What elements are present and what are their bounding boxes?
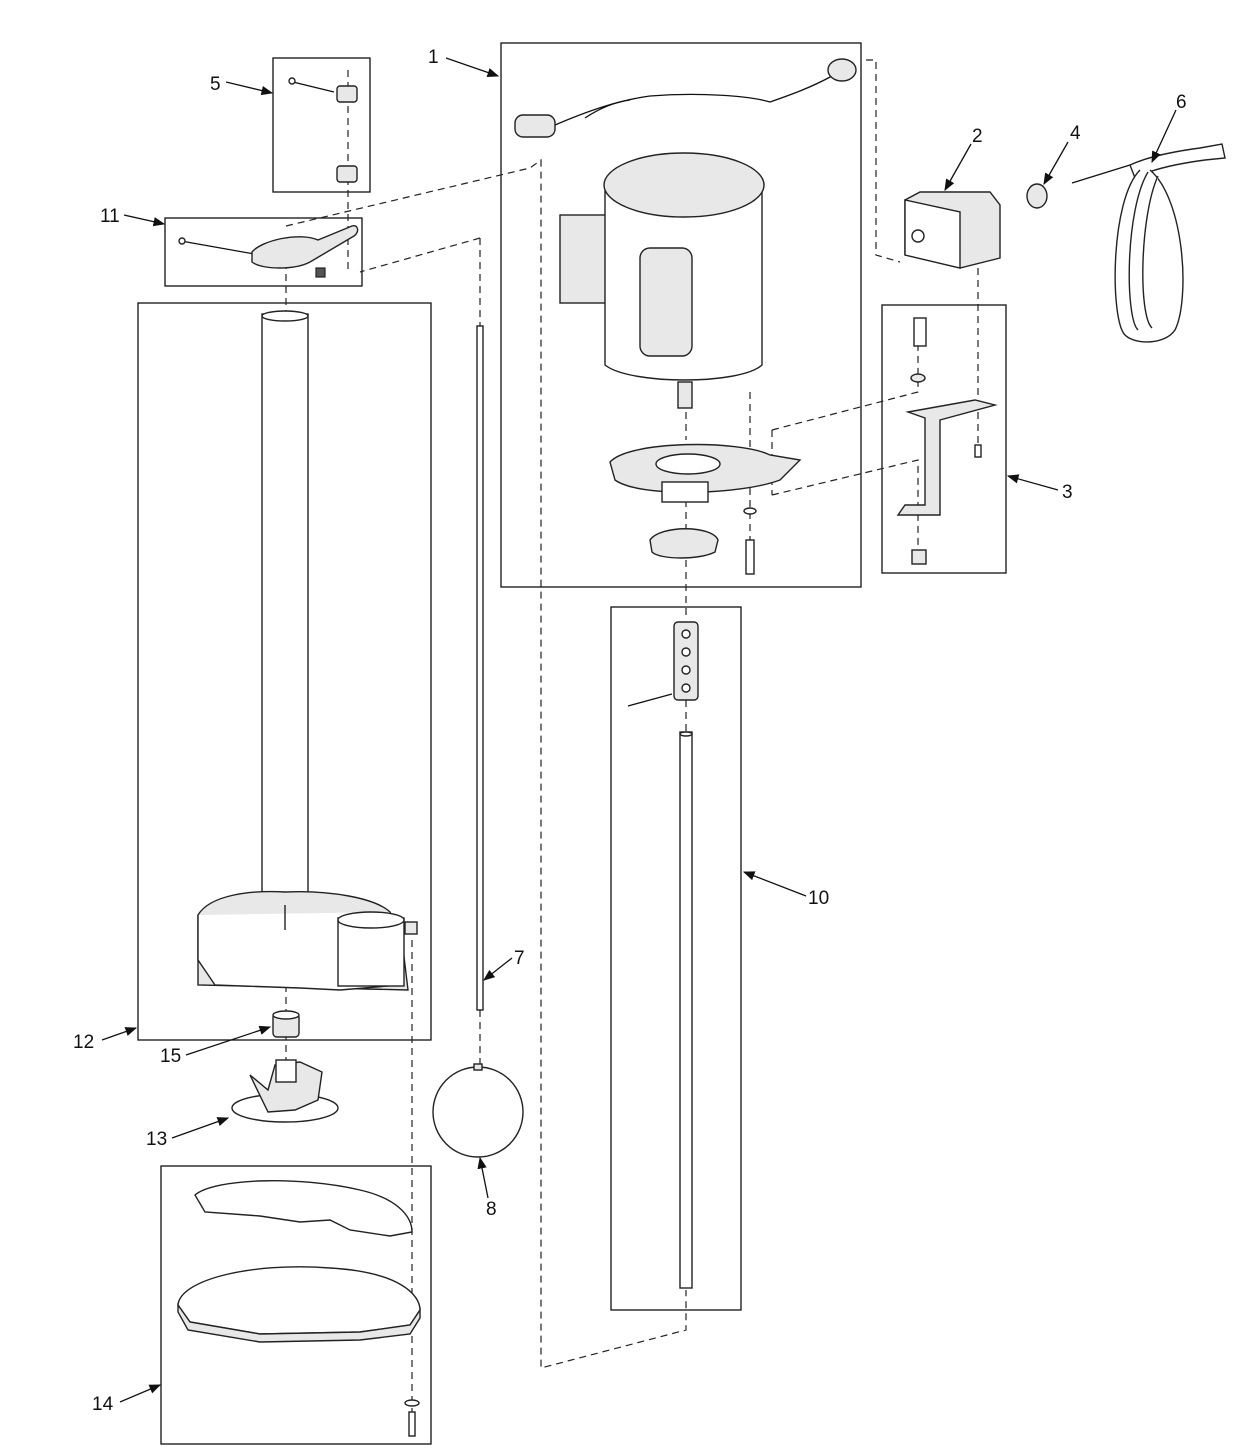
assembly-line-switch [866, 59, 901, 263]
callout-8: 8 [486, 1199, 497, 1220]
leader-5 [225, 81, 274, 96]
part-11-clamp [178, 224, 359, 278]
part-8-float-ball [432, 1063, 524, 1158]
leader-13 [171, 1117, 230, 1139]
group-box-12 [137, 302, 432, 1041]
callout-11: 11 [100, 206, 120, 227]
callout-5: 5 [210, 74, 221, 95]
part-7-float-rod [476, 325, 484, 1011]
part-1-motor-assembly [514, 58, 857, 575]
group-box-10 [610, 606, 742, 1311]
leader-15 [185, 1025, 272, 1056]
part-3-bracket [896, 317, 998, 565]
leader-3 [1006, 474, 1059, 491]
leader-2 [944, 143, 972, 192]
leader-8 [477, 1156, 489, 1199]
callout-3: 3 [1062, 482, 1073, 503]
callout-10: 10 [808, 888, 829, 909]
callout-15: 15 [160, 1046, 181, 1067]
leader-14 [119, 1384, 162, 1403]
assembly-line-motor-long [285, 158, 687, 1369]
assembly-line-bracket-a [771, 330, 919, 431]
leader-7 [483, 957, 513, 981]
group-box-14 [160, 1165, 432, 1445]
group-box-1 [500, 42, 862, 588]
callout-14: 14 [92, 1394, 114, 1415]
leader-11 [123, 214, 166, 227]
callout-6: 6 [1176, 92, 1187, 113]
group-box-3 [881, 304, 1007, 574]
assembly-line-rod-top [359, 237, 481, 273]
part-2-switch [904, 191, 1001, 269]
part-15-bushing [272, 1010, 300, 1038]
leader-6 [1151, 109, 1177, 164]
callout-4: 4 [1070, 123, 1081, 144]
leader-10 [742, 871, 807, 897]
part-4-cord-grip [1026, 183, 1048, 209]
part-6-power-cord [1071, 143, 1226, 343]
callout-7: 7 [514, 948, 525, 969]
part-13-impeller [231, 1059, 339, 1123]
callout-12: 12 [73, 1032, 94, 1053]
group-box-11 [164, 217, 363, 287]
assembly-line-bracket-b [771, 459, 919, 555]
callout-1: 1 [428, 47, 439, 68]
part-10-coupling-shaft [627, 621, 699, 1289]
part-12-column-housing [197, 310, 418, 991]
leader-4 [1043, 141, 1069, 186]
part-14-gasket-plate [177, 1180, 421, 1437]
leader-1 [445, 57, 500, 77]
group-box-5 [272, 57, 371, 193]
leader-12 [101, 1027, 138, 1041]
callout-2: 2 [972, 126, 983, 147]
callout-13: 13 [146, 1129, 167, 1150]
part-5-clips [288, 77, 358, 183]
